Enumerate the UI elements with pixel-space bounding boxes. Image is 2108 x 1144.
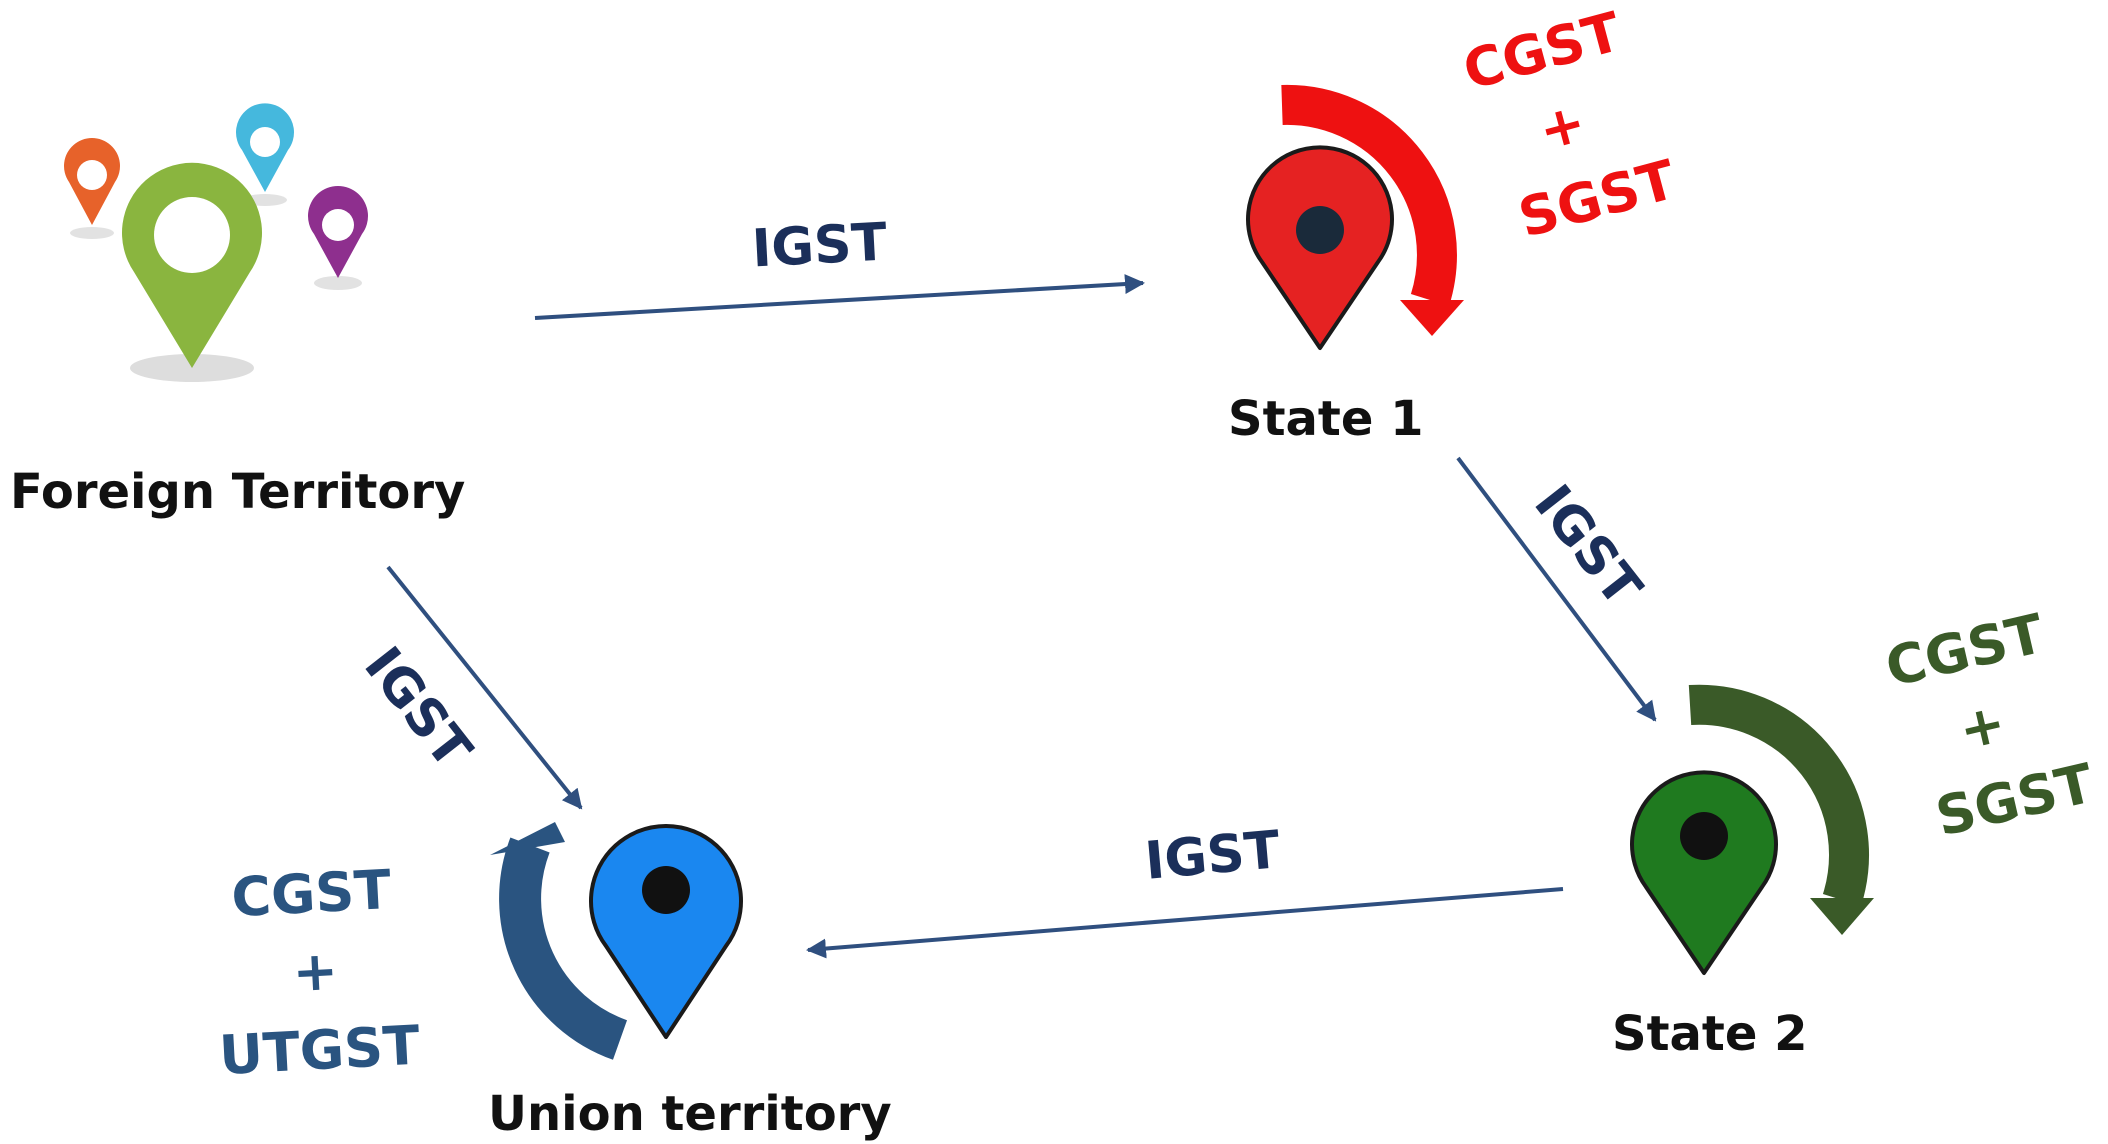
flow-label-state2-union: IGST bbox=[1142, 820, 1283, 892]
state2-local-tax-arrow bbox=[1688, 684, 1874, 935]
arrow-state2-to-union bbox=[806, 887, 1564, 959]
foreign-territory-pins-icon bbox=[64, 103, 369, 382]
state2-pin-icon bbox=[1630, 770, 1778, 975]
arrow-foreign-to-union bbox=[386, 565, 583, 810]
local-tax-union-plus: + bbox=[291, 939, 340, 1005]
flow-label-foreign-state1: IGST bbox=[750, 212, 889, 280]
union-local-tax-arrow bbox=[490, 822, 628, 1060]
state1-pin-icon bbox=[1246, 145, 1394, 350]
node-label-state1: State 1 bbox=[1228, 391, 1424, 447]
local-tax-union: CGST + UTGST bbox=[209, 850, 422, 1095]
state1-local-tax-arrow bbox=[1281, 84, 1464, 336]
local-tax-union-line1: CGST bbox=[229, 857, 393, 930]
foreign-pin-green-icon bbox=[122, 162, 262, 368]
foreign-pin-purple-icon bbox=[308, 186, 369, 278]
local-tax-union-line2: UTGST bbox=[217, 1013, 422, 1087]
union-territory-pin-icon bbox=[589, 824, 743, 1039]
foreign-pin-orange-icon bbox=[64, 138, 120, 225]
node-label-union: Union territory bbox=[488, 1086, 892, 1142]
node-label-foreign: Foreign Territory bbox=[10, 464, 466, 520]
arrow-foreign-to-state1 bbox=[534, 274, 1145, 320]
arrow-state1-to-state2 bbox=[1456, 456, 1657, 722]
node-label-state2: State 2 bbox=[1612, 1006, 1808, 1062]
foreign-pin-cyan-icon bbox=[235, 103, 294, 192]
